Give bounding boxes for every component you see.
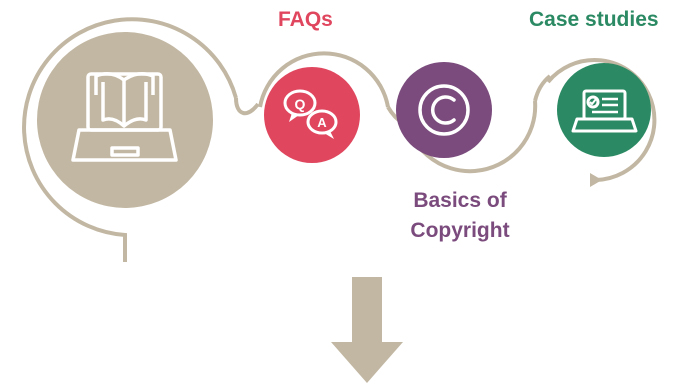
basics-node[interactable]: [396, 62, 492, 158]
basics-label-line2: Copyright: [410, 219, 510, 242]
faqs-label: FAQs: [278, 8, 333, 31]
basics-label-line1: Basics of: [413, 189, 507, 212]
connector-arrowhead: [590, 173, 602, 187]
basics-of-copyright-label: Basics of Copyright: [395, 186, 525, 246]
svg-text:Q: Q: [295, 96, 306, 112]
main-node: [37, 32, 213, 208]
qa-speech-bubbles-icon: Q A: [283, 89, 338, 139]
case-studies-node[interactable]: [557, 63, 651, 157]
case-studies-label: Case studies: [529, 8, 659, 31]
laptop-icon: [571, 89, 638, 133]
faqs-node[interactable]: Q A: [264, 67, 360, 163]
svg-text:A: A: [317, 115, 327, 130]
down-arrow-icon: [331, 277, 403, 383]
copyright-icon: [418, 84, 470, 136]
open-book-laptop-icon: [71, 72, 178, 162]
